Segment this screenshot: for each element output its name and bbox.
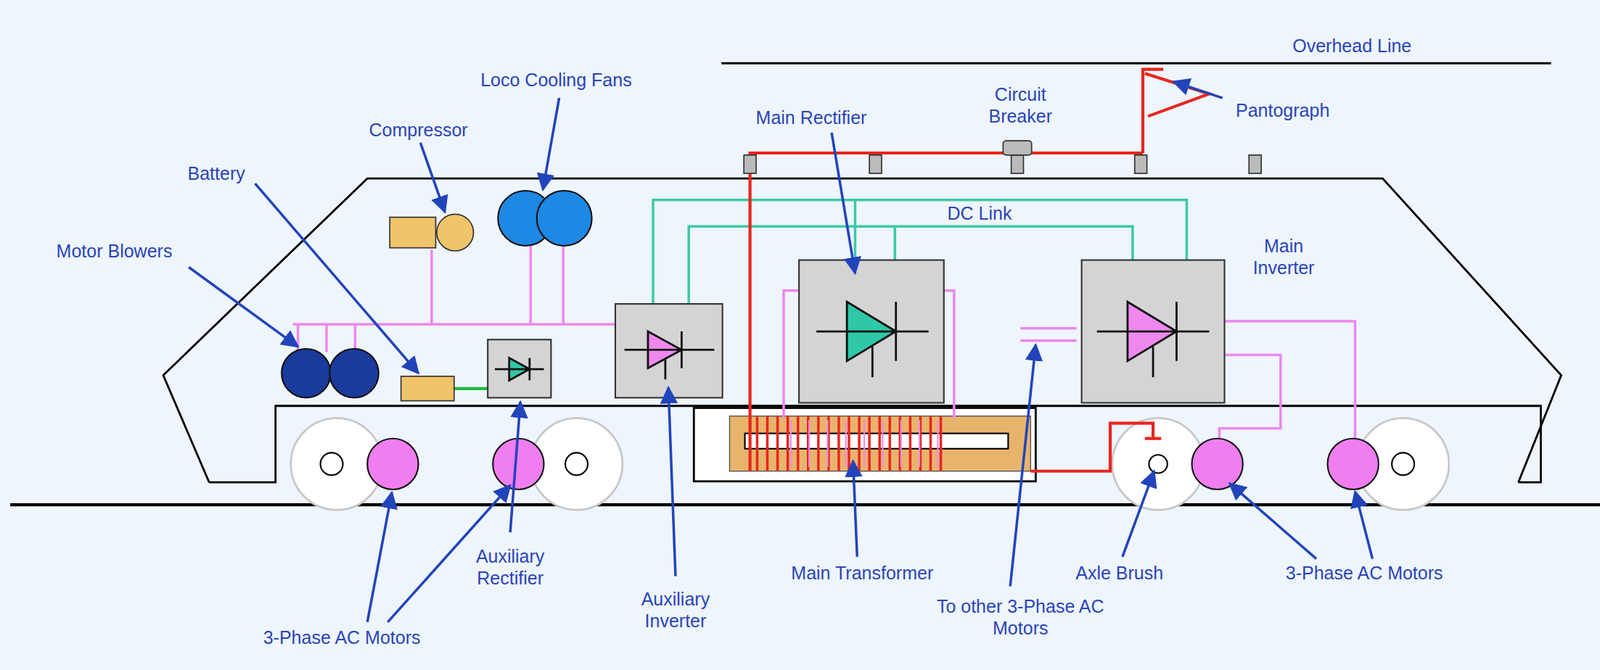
callout-label: Auxiliary Rectifier	[448, 545, 572, 590]
overhead-wire	[721, 62, 1551, 65]
ac-wiring	[293, 245, 1356, 442]
traction-motors	[367, 439, 1379, 490]
callout-label: Main Inverter	[1232, 235, 1335, 279]
callout-label: Axle Brush	[1075, 562, 1164, 585]
motor-blowers	[281, 349, 379, 399]
rail-line	[10, 503, 1600, 507]
callout-label: Main Rectifier	[756, 106, 868, 129]
callout-label: Overhead Line	[1292, 34, 1412, 57]
callout-label: 3-Phase AC Motors	[1285, 562, 1444, 585]
callout-label: Main Transformer	[790, 562, 934, 585]
battery	[401, 376, 455, 402]
callout-label: Auxiliary Inverter	[613, 588, 738, 633]
callout-label: To other 3-Phase AC Motors	[931, 595, 1110, 640]
transformer-windings	[756, 416, 941, 472]
callout-label: Battery	[187, 162, 246, 185]
converter-boxes	[487, 260, 1225, 404]
callout-label: Compressor	[368, 119, 468, 141]
callout-label: Circuit Breaker	[973, 83, 1068, 127]
roof-insulators	[743, 155, 1262, 174]
circuit-breaker	[1002, 140, 1032, 156]
callout-label: Motor Blowers	[56, 240, 173, 262]
transformer-window	[745, 433, 1009, 450]
callout-label: Loco Cooling Fans	[480, 68, 632, 91]
callout-label: Pantograph	[1235, 99, 1330, 122]
transformer-housing	[693, 408, 1036, 482]
transformer-core	[729, 416, 1031, 472]
cooling-fans	[497, 190, 592, 246]
callout-label: 3-Phase AC Motors	[263, 626, 421, 649]
battery-wire	[454, 387, 488, 391]
callout-label: DC Link	[944, 202, 1016, 225]
compressor	[389, 214, 474, 252]
diode-symbols	[494, 301, 1209, 381]
leader-lines	[188, 81, 1373, 623]
